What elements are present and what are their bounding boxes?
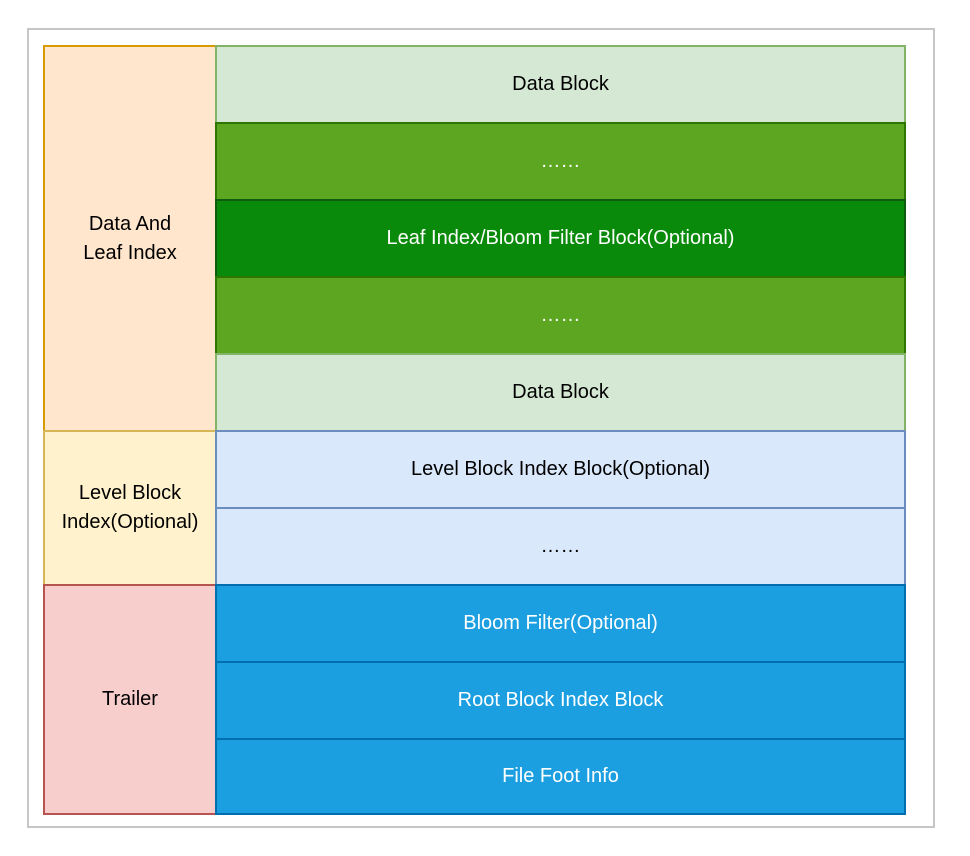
section-data-and-leaf-index-label: Data And Leaf Index <box>83 212 177 264</box>
section-data-and-leaf-index: Data And Leaf Index <box>43 45 215 430</box>
block-row-label: Data Block <box>512 381 609 403</box>
block-row-label: Data Block <box>512 73 609 95</box>
block-row-ellipsis-2: …… <box>215 276 906 353</box>
block-row-data-block-bottom: Data Block <box>215 353 906 430</box>
block-row-ellipsis-3: …… <box>215 507 906 584</box>
section-level-block-index: Level Block Index(Optional) <box>43 430 215 584</box>
block-row-label: Level Block Index Block(Optional) <box>410 458 711 480</box>
block-row-label: Bloom Filter(Optional) <box>463 612 658 634</box>
block-row-root-block-index-block: Root Block Index Block <box>215 661 906 738</box>
block-row-file-foot-info: File Foot Info <box>215 738 906 815</box>
block-row-label: …… <box>540 535 581 557</box>
block-row-data-block-top: Data Block <box>215 45 906 122</box>
section-level-block-index-label: Level Block Index(Optional) <box>61 482 199 533</box>
block-row-label: Root Block Index Block <box>457 689 664 711</box>
block-row-level-block-index-block: Level Block Index Block(Optional) <box>215 430 906 507</box>
block-row-label: Leaf Index/Bloom Filter Block(Optional) <box>386 227 735 249</box>
section-trailer: Trailer <box>43 584 215 815</box>
block-rows-column: Data Block …… Leaf Index/Bloom Filter Bl… <box>215 45 906 815</box>
block-row-bloom-filter: Bloom Filter(Optional) <box>215 584 906 661</box>
block-row-label: …… <box>540 304 581 326</box>
diagram-frame: Data And Leaf Index Level Block Index(Op… <box>27 28 935 828</box>
block-row-ellipsis-1: …… <box>215 122 906 199</box>
block-row-label: …… <box>540 150 581 172</box>
block-row-leaf-index-bloom-filter: Leaf Index/Bloom Filter Block(Optional) <box>215 199 906 276</box>
section-trailer-label: Trailer <box>102 688 158 710</box>
block-row-label: File Foot Info <box>502 765 619 787</box>
legend-column: Data And Leaf Index Level Block Index(Op… <box>43 45 215 815</box>
